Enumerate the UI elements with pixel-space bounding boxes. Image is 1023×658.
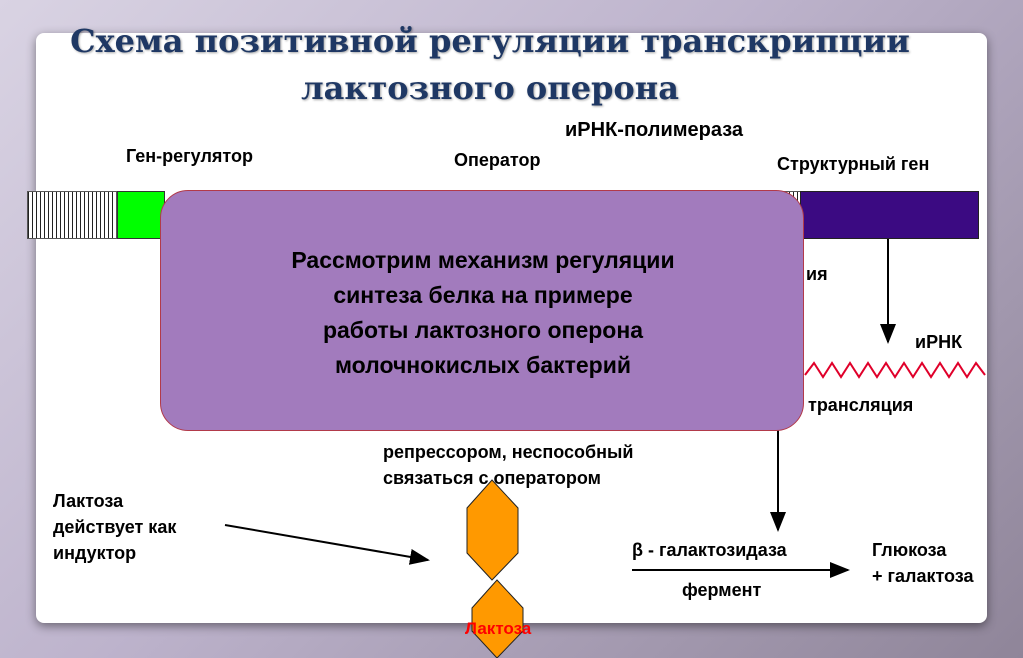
regulator-gene-segment — [117, 191, 165, 239]
popup-line2: синтеза белка на примере — [333, 282, 633, 308]
regulator-gene-label: Ген-регулятор — [126, 146, 253, 166]
lactose-inducer-line2: действует как — [53, 517, 177, 537]
slide-title-line2: лактозного оперона — [301, 69, 679, 107]
enzyme-label: фермент — [682, 580, 762, 600]
structural-gene-label: Структурный ген — [777, 154, 930, 174]
mrna-label: иРНК — [915, 332, 963, 352]
galactose-label: + галактоза — [872, 566, 974, 586]
popup-line1: Рассмотрим механизм регуляции — [291, 247, 675, 273]
slide-title-line1: Схема позитивной регуляции транскрипции — [70, 22, 910, 60]
repressor-text-line3: связаться с оператором — [383, 468, 601, 488]
polymerase-label: иРНК-полимераза — [565, 119, 744, 141]
lactose-inducer-line3: индуктор — [53, 543, 137, 563]
translation-label: трансляция — [808, 395, 914, 415]
operator-label: Оператор — [454, 150, 541, 170]
repressor-text-line2: репрессором, неспособный — [383, 442, 634, 462]
popup-line3: работы лактозного оперона — [322, 317, 644, 343]
info-popup: Рассмотрим механизм регуляции синтеза бе… — [160, 190, 804, 431]
popup-text: Рассмотрим механизм регуляции синтеза бе… — [161, 243, 805, 383]
dna-left-stripes — [27, 191, 117, 239]
lactose-mark-label: Лактоза — [465, 619, 532, 638]
structural-gene-segment — [800, 191, 979, 239]
popup-line4: молочнокислых бактерий — [334, 352, 632, 378]
glucose-label: Глюкоза — [872, 540, 947, 560]
transcription-label-partial: ия — [806, 264, 828, 284]
galactosidase-label: β - галактозидаза — [632, 540, 787, 560]
lactose-inducer-line1: Лактоза — [53, 491, 124, 511]
